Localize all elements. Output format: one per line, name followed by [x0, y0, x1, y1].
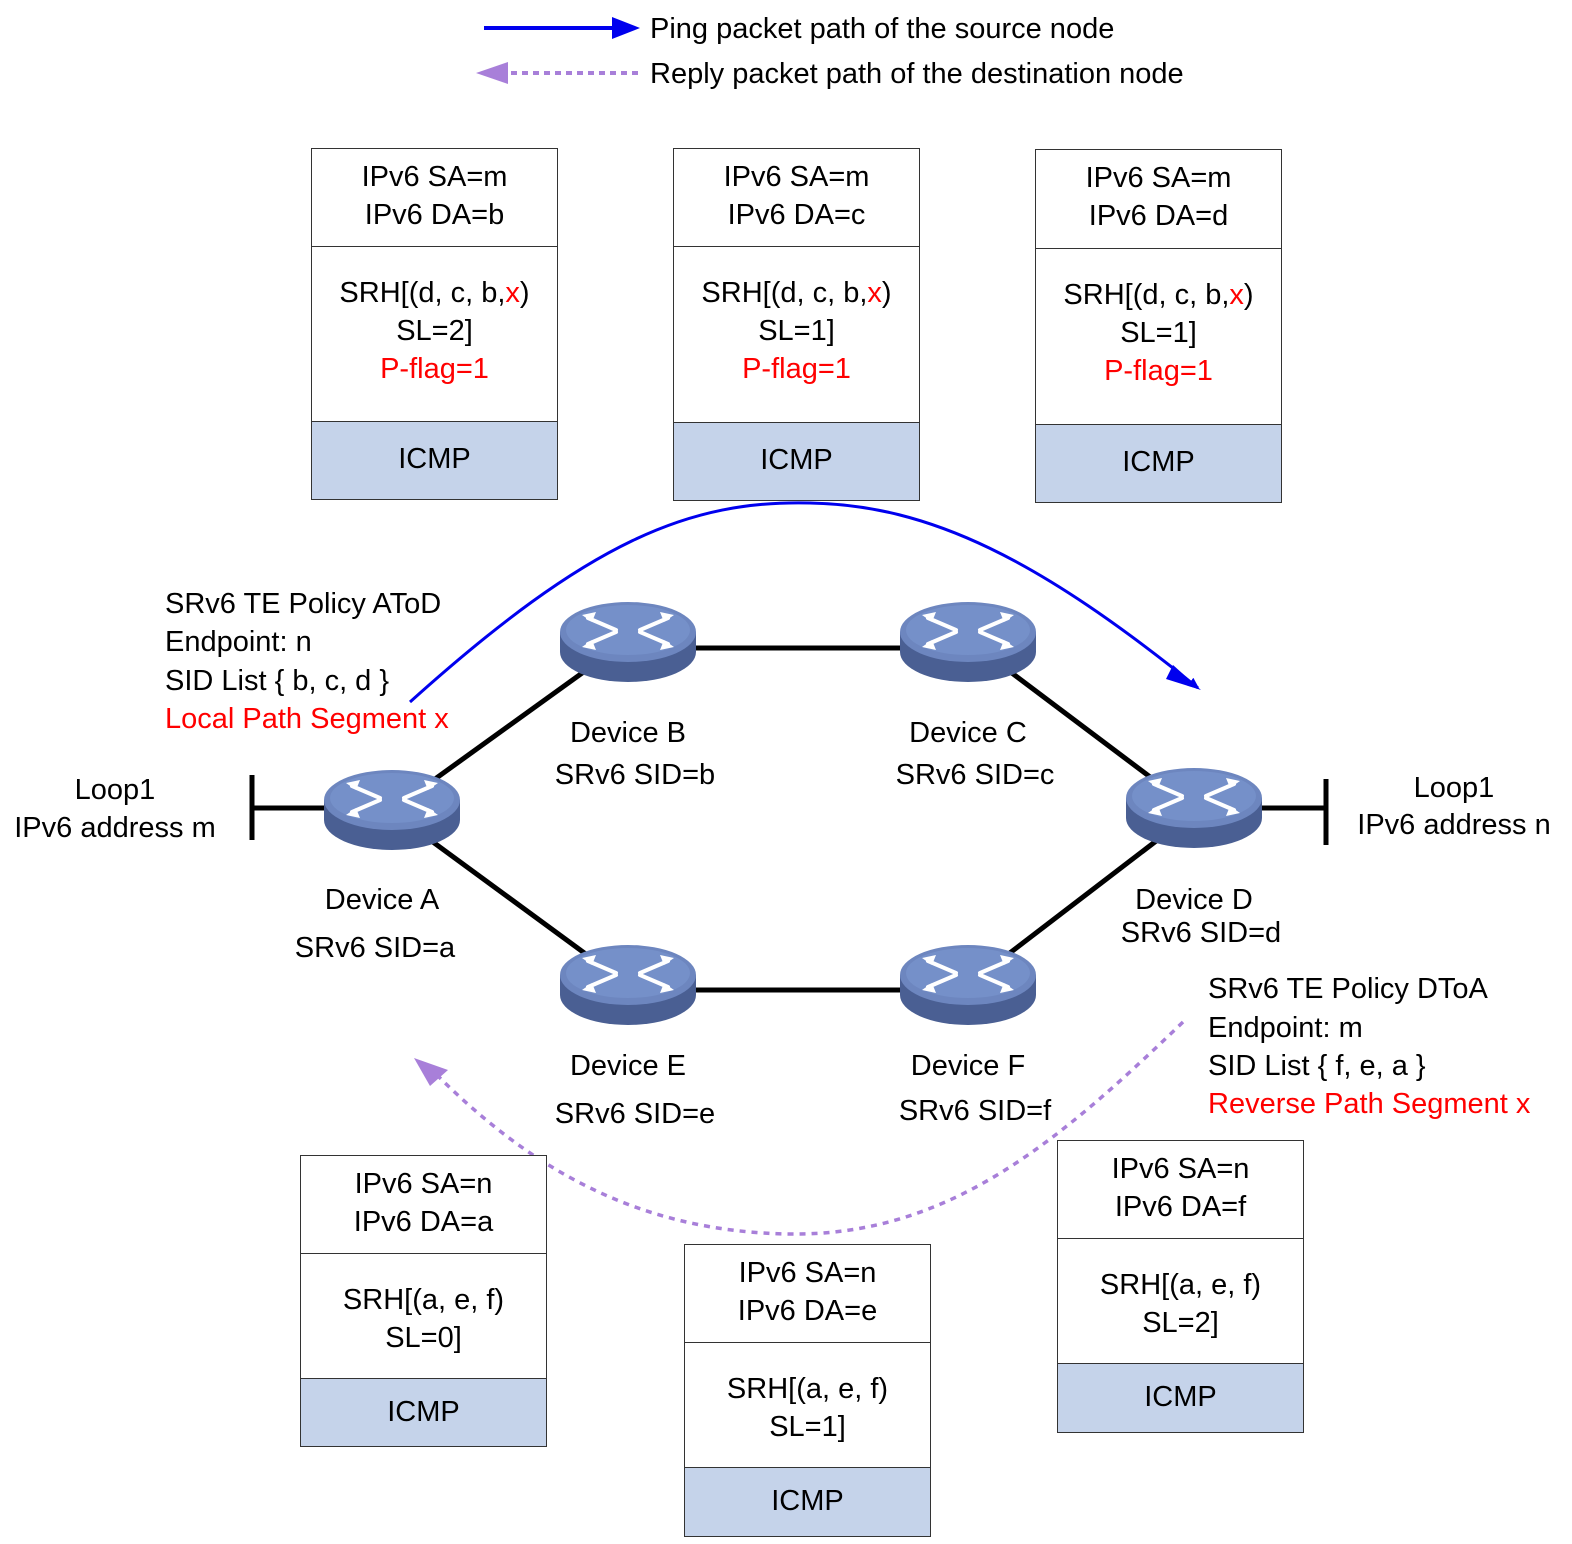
device-c-name: Device C	[909, 717, 1027, 749]
device-b-name: Device B	[570, 717, 686, 749]
loop-left-addr: IPv6 address m	[14, 812, 215, 844]
legend-ping-label: Ping packet path of the source node	[650, 13, 1114, 45]
packet-sl: SL=2]	[396, 315, 473, 347]
srh-x: x	[867, 277, 882, 309]
packet-srh: SRH[(d, c, b,x) SL=1] P-flag=1	[1036, 249, 1281, 425]
ping-packet-3: IPv6 SA=m IPv6 DA=d SRH[(d, c, b,x) SL=1…	[1035, 149, 1282, 503]
packet-da: IPv6 DA=c	[727, 199, 866, 231]
packet-sl: SL=1]	[769, 1411, 846, 1443]
packet-da: IPv6 DA=f	[1114, 1191, 1247, 1223]
packet-ipv6-header: IPv6 SA=n IPv6 DA=e	[685, 1245, 930, 1343]
ping-packet-1: IPv6 SA=m IPv6 DA=b SRH[(d, c, b,x) SL=2…	[311, 148, 558, 500]
device-c-sid: SRv6 SID=c	[896, 759, 1055, 791]
policy-dtoa-sid-list: SID List { f, e, a }	[1208, 1050, 1426, 1082]
packet-sl: SL=0]	[385, 1322, 462, 1354]
packet-da: IPv6 DA=b	[364, 199, 505, 231]
srh-suffix: )	[1243, 279, 1254, 311]
packet-srh-list: SRH[(d, c, b,x)	[312, 274, 557, 312]
srh-prefix: SRH[(d, c, b,	[701, 277, 868, 309]
srh-prefix: SRH[(d, c, b,	[1063, 279, 1230, 311]
device-b-router-icon[interactable]	[558, 600, 698, 684]
packet-pflag: P-flag=1	[1104, 355, 1213, 387]
packet-pflag: P-flag=1	[742, 353, 851, 385]
policy-dtoa-endpoint: Endpoint: m	[1208, 1012, 1363, 1044]
ping-path-arrow	[408, 501, 1200, 704]
packet-sa: IPv6 SA=m	[723, 161, 870, 193]
packet-srh-list: SRH[(d, c, b,x)	[1036, 276, 1281, 314]
legend-reply-label: Reply packet path of the destination nod…	[650, 58, 1184, 90]
device-a-name: Device A	[325, 884, 440, 916]
reply-path-arrow	[428, 1020, 1185, 1236]
device-e-name: Device E	[570, 1050, 686, 1082]
packet-icmp: ICMP	[674, 423, 919, 500]
device-a-router-icon[interactable]	[322, 768, 462, 852]
packet-da: IPv6 DA=e	[737, 1295, 878, 1327]
device-d-router-icon[interactable]	[1124, 766, 1264, 850]
packet-srh-list: SRH[(a, e, f)	[726, 1373, 889, 1405]
srh-x: x	[505, 277, 520, 309]
srh-x: x	[1229, 279, 1244, 311]
packet-srh-list: SRH[(d, c, b,x)	[674, 274, 919, 312]
packet-srh-list: SRH[(a, e, f)	[342, 1284, 505, 1316]
packet-srh: SRH[(a, e, f) SL=1]	[685, 1343, 930, 1468]
ping-packet-2: IPv6 SA=m IPv6 DA=c SRH[(d, c, b,x) SL=1…	[673, 148, 920, 501]
legend-ping-arrow-icon	[612, 17, 640, 39]
loop-right-name: Loop1	[1414, 772, 1495, 804]
device-f-name: Device F	[911, 1050, 1025, 1082]
device-e-sid: SRv6 SID=e	[555, 1098, 715, 1130]
packet-ipv6-header: IPv6 SA=m IPv6 DA=d	[1036, 150, 1281, 249]
srh-suffix: )	[881, 277, 892, 309]
device-c-router-icon[interactable]	[898, 600, 1038, 684]
packet-ipv6-header: IPv6 SA=m IPv6 DA=c	[674, 149, 919, 247]
reply-path-arrowhead-icon	[414, 1058, 448, 1086]
reply-packet-3: IPv6 SA=n IPv6 DA=f SRH[(a, e, f) SL=2] …	[1057, 1140, 1304, 1433]
packet-pflag: P-flag=1	[380, 353, 489, 385]
device-f-router-icon[interactable]	[898, 943, 1038, 1027]
device-d-name: Device D	[1135, 884, 1253, 916]
device-b-sid: SRv6 SID=b	[555, 759, 715, 791]
packet-srh: SRH[(a, e, f) SL=2]	[1058, 1239, 1303, 1364]
packet-sa: IPv6 SA=n	[354, 1168, 493, 1200]
policy-atod-segment: Local Path Segment x	[165, 703, 449, 735]
packet-icmp: ICMP	[685, 1468, 930, 1536]
packet-sa: IPv6 SA=m	[1085, 162, 1232, 194]
device-a-sid: SRv6 SID=a	[295, 932, 456, 964]
policy-atod-endpoint: Endpoint: n	[165, 626, 312, 658]
srh-suffix: )	[519, 277, 530, 309]
packet-srh: SRH[(d, c, b,x) SL=1] P-flag=1	[674, 247, 919, 423]
packet-ipv6-header: IPv6 SA=m IPv6 DA=b	[312, 149, 557, 247]
policy-dtoa-title: SRv6 TE Policy DToA	[1208, 973, 1489, 1005]
packet-ipv6-header: IPv6 SA=n IPv6 DA=f	[1058, 1141, 1303, 1239]
packet-srh-list: SRH[(a, e, f)	[1099, 1269, 1262, 1301]
policy-atod-sid-list: SID List { b, c, d }	[165, 665, 389, 697]
packet-sa: IPv6 SA=m	[361, 161, 508, 193]
loop-left-name: Loop1	[75, 774, 156, 806]
packet-sl: SL=2]	[1142, 1307, 1219, 1339]
device-f-sid: SRv6 SID=f	[899, 1095, 1052, 1127]
packet-srh: SRH[(a, e, f) SL=0]	[301, 1254, 546, 1379]
packet-da: IPv6 DA=d	[1088, 200, 1229, 232]
loop-right-addr: IPv6 address n	[1357, 809, 1550, 841]
srh-prefix: SRH[(d, c, b,	[339, 277, 506, 309]
packet-sl: SL=1]	[758, 315, 835, 347]
packet-icmp: ICMP	[312, 422, 557, 499]
packet-icmp: ICMP	[301, 1379, 546, 1446]
packet-icmp: ICMP	[1036, 425, 1281, 502]
packet-srh: SRH[(d, c, b,x) SL=2] P-flag=1	[312, 247, 557, 422]
packet-sa: IPv6 SA=n	[738, 1257, 877, 1289]
packet-ipv6-header: IPv6 SA=n IPv6 DA=a	[301, 1156, 546, 1254]
reply-packet-1: IPv6 SA=n IPv6 DA=a SRH[(a, e, f) SL=0] …	[300, 1155, 547, 1447]
legend-reply-arrow-icon	[476, 62, 508, 84]
ping-path-arrowhead-icon	[1166, 665, 1201, 690]
packet-da: IPv6 DA=a	[353, 1206, 494, 1238]
packet-sa: IPv6 SA=n	[1111, 1153, 1250, 1185]
device-d-sid: SRv6 SID=d	[1121, 917, 1281, 949]
packet-sl: SL=1]	[1120, 317, 1197, 349]
reply-packet-2: IPv6 SA=n IPv6 DA=e SRH[(a, e, f) SL=1] …	[684, 1244, 931, 1537]
packet-icmp: ICMP	[1058, 1364, 1303, 1432]
device-e-router-icon[interactable]	[558, 943, 698, 1027]
policy-atod-title: SRv6 TE Policy AToD	[165, 588, 441, 620]
policy-dtoa-segment: Reverse Path Segment x	[1208, 1088, 1531, 1120]
